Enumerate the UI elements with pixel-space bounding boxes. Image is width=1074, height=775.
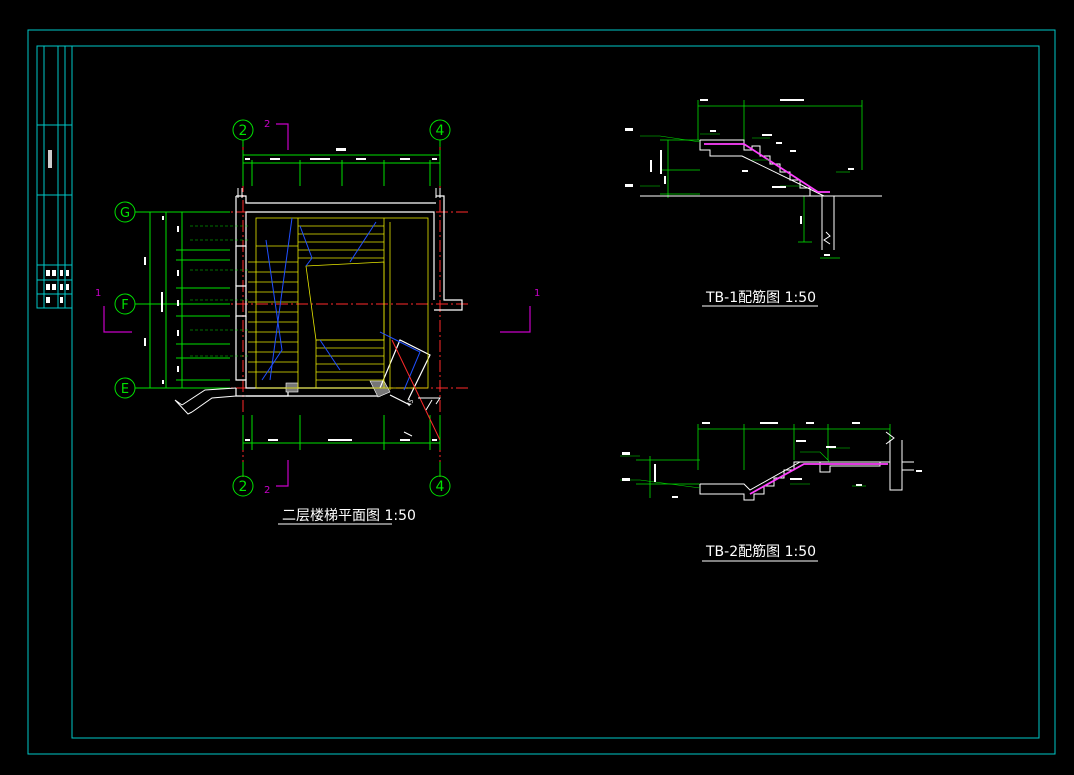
svg-text:45: 45 <box>406 398 416 408</box>
plan-cut-line <box>391 339 441 441</box>
plan-columns <box>285 380 391 398</box>
plan-section-marks <box>103 123 531 487</box>
grid-bubbles <box>135 140 441 476</box>
grid-bubble-2-top: 2 <box>232 119 254 141</box>
plan-angled-wall <box>379 339 431 406</box>
tb2-rebar <box>749 463 888 495</box>
section-tag-top: 2 <box>264 119 270 130</box>
tb2-dimensions <box>636 424 891 498</box>
grid-bubble-G: G <box>114 201 136 223</box>
section-tag-left: 1 <box>95 288 101 299</box>
tb2-view: TB-2配筋图 1:50 <box>620 422 922 562</box>
title-block-text <box>46 150 69 303</box>
svg-text:4: 4 <box>436 123 445 139</box>
svg-text:F: F <box>121 298 128 313</box>
tb2-leaders <box>620 447 866 489</box>
section-tag-bottom: 2 <box>264 485 270 496</box>
tb1-dimensions <box>660 100 863 259</box>
plan-dimensions <box>145 150 441 450</box>
plan-walls <box>235 195 463 397</box>
tb1-slab <box>640 139 882 250</box>
section-tag-right: 1 <box>534 288 540 299</box>
plan-title: 二层楼梯平面图 1:50 <box>282 508 416 524</box>
drawing-frame <box>27 29 1056 755</box>
tb1-rebar <box>704 143 830 193</box>
plan-break-wall <box>174 387 237 415</box>
grid-bubble-4-bottom: 4 <box>429 475 451 497</box>
plan-hidden-lines <box>261 217 421 391</box>
svg-text:2: 2 <box>239 479 248 495</box>
svg-text:2: 2 <box>239 123 248 139</box>
plan-view: 2 4 2 4 G F E <box>95 119 540 525</box>
grid-bubble-E: E <box>114 377 136 399</box>
plan-stairs <box>248 217 429 390</box>
plan-axis-lines <box>136 140 470 478</box>
tb1-labels <box>625 99 854 256</box>
plan-dimension-texts <box>144 148 437 441</box>
svg-text:4: 4 <box>436 479 445 495</box>
tb1-view: TB-1配筋图 1:50 <box>625 99 882 307</box>
tb1-title: TB-1配筋图 1:50 <box>705 289 816 306</box>
tb2-title: TB-2配筋图 1:50 <box>705 543 816 560</box>
plan-top-marks <box>237 188 441 198</box>
plan-angle-detail <box>403 397 441 437</box>
tb1-leaders <box>640 133 850 187</box>
svg-text:G: G <box>120 206 130 221</box>
tb2-labels <box>622 422 922 498</box>
grid-bubble-F: F <box>114 293 136 315</box>
svg-text:E: E <box>121 382 129 397</box>
grid-bubble-2-bottom: 2 <box>232 475 254 497</box>
grid-bubble-4-top: 4 <box>429 119 451 141</box>
tb2-slab <box>699 431 914 501</box>
